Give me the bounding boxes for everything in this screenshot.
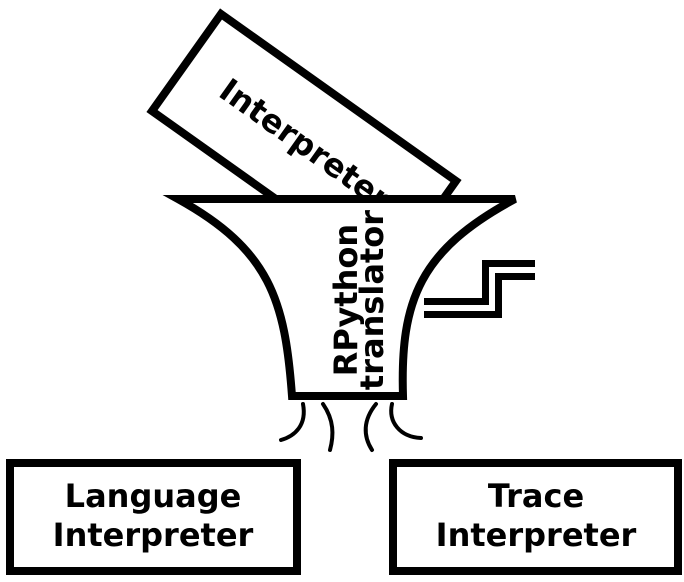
language-interpreter-box: Language Interpreter (6, 459, 301, 575)
language-interpreter-label-line2: Interpreter (53, 516, 254, 554)
trace-interpreter-box: Trace Interpreter (389, 459, 682, 575)
translator-label-line1: RPython (327, 224, 365, 376)
translator-label-line2: translator (353, 210, 391, 390)
language-interpreter-label-line1: Language (65, 477, 242, 515)
rpython-translator-funnel (162, 195, 517, 400)
funnel-crank-handle (424, 260, 535, 318)
trace-interpreter-label-line2: Interpreter (436, 516, 637, 554)
trace-interpreter-label-line1: Trace (488, 477, 584, 515)
output-flow-lines (279, 402, 423, 452)
